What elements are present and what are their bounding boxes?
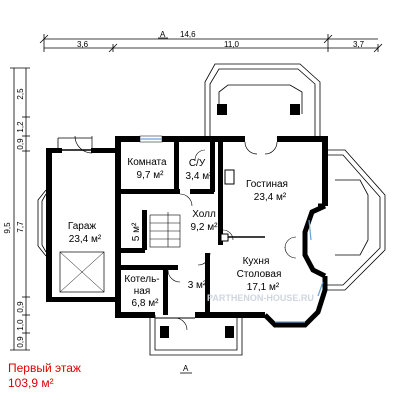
dim-total-width: 14,6 (180, 30, 196, 39)
living-name: Гостиная (246, 179, 288, 190)
room-name: Комната (127, 157, 167, 168)
wc-area: 3,4 м² (186, 171, 214, 182)
upper-terrace (204, 63, 321, 136)
stairs (149, 212, 181, 248)
dim-left-2: 1,2 (16, 121, 25, 133)
room-area: 9,7 м² (137, 170, 165, 181)
dim-left-7: 0,9 (16, 336, 25, 348)
kitchen-name-2: Столовая (237, 269, 282, 280)
dim-left-5: 0,9 (16, 301, 25, 313)
wc-name: С/У (189, 158, 206, 169)
living-area: 23,4 м² (254, 192, 287, 203)
watermark: PARTHENON-HOUSE.RU (207, 293, 314, 303)
section-label-bottom: A (183, 364, 189, 373)
bottom-porch (149, 315, 243, 356)
garage-name: Гараж (68, 221, 97, 232)
right-terrace (327, 149, 386, 291)
stair-area: 5 м² (131, 222, 142, 241)
top-dimensions (39, 34, 383, 53)
boiler-area: 6,8 м² (132, 298, 160, 309)
left-dimensions (10, 67, 30, 351)
dim-left-1: 2,5 (16, 88, 25, 100)
bay-wall (302, 203, 327, 279)
floor-title: Первый этаж (8, 361, 81, 375)
boiler-name-1: Котель- (124, 274, 159, 285)
dim-seg-1: 3,6 (77, 40, 89, 49)
dim-seg-2: 11,0 (224, 40, 240, 49)
kitchen-area: 17,1 м² (247, 282, 280, 293)
section-label-top: A (160, 30, 166, 39)
garage-area: 23,4 м² (69, 234, 102, 245)
dim-left-6: 1,0 (16, 319, 25, 331)
floor-total-area: 103,9 м² (8, 376, 54, 390)
dim-seg-3: 3,7 (353, 40, 365, 49)
small-room-area: 3 м² (188, 280, 207, 291)
dim-left-3: 0,9 (16, 138, 25, 150)
hall-name: Холл (192, 209, 216, 220)
hall-area: 9,2 м² (191, 222, 219, 233)
dim-left-total: 9,5 (3, 222, 12, 234)
dim-left-4: 7,7 (16, 221, 25, 233)
kitchen-name-1: Кухня (243, 256, 270, 267)
garage-walls (57, 137, 92, 150)
boiler-name-2: ная (134, 286, 151, 297)
